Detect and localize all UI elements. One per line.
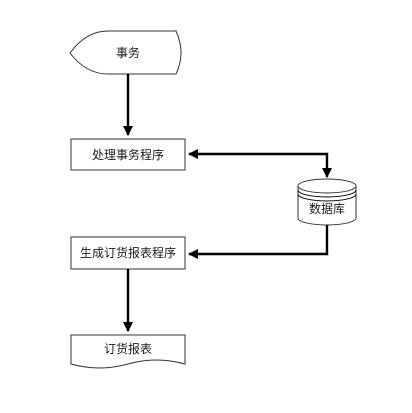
transaction-node: 事务 — [69, 30, 182, 75]
database-label: 数据库 — [309, 201, 345, 216]
generate-report-program-box — [70, 236, 186, 270]
edge-database-to-report-program — [187, 225, 329, 260]
database-cylinder-band — [297, 189, 357, 198]
generate-report-program-label: 生成订货报表程序 — [80, 245, 176, 260]
transaction-label: 事务 — [116, 45, 140, 60]
process-transaction-node: 处理事务程序 — [70, 138, 186, 171]
order-report-label: 订货报表 — [104, 341, 152, 356]
process-transaction-box — [70, 138, 186, 171]
database-node: 数据库 — [297, 178, 357, 226]
generate-report-program-node: 生成订货报表程序 — [70, 236, 186, 270]
order-report-document-shape — [70, 334, 186, 369]
transaction-display-shape — [69, 30, 182, 75]
process-transaction-label: 处理事务程序 — [92, 147, 164, 162]
database-cylinder-band — [297, 193, 357, 202]
edge-process-database-bidirectional — [187, 148, 333, 179]
order-report-node: 订货报表 — [70, 334, 186, 369]
database-cylinder-top — [297, 178, 357, 194]
